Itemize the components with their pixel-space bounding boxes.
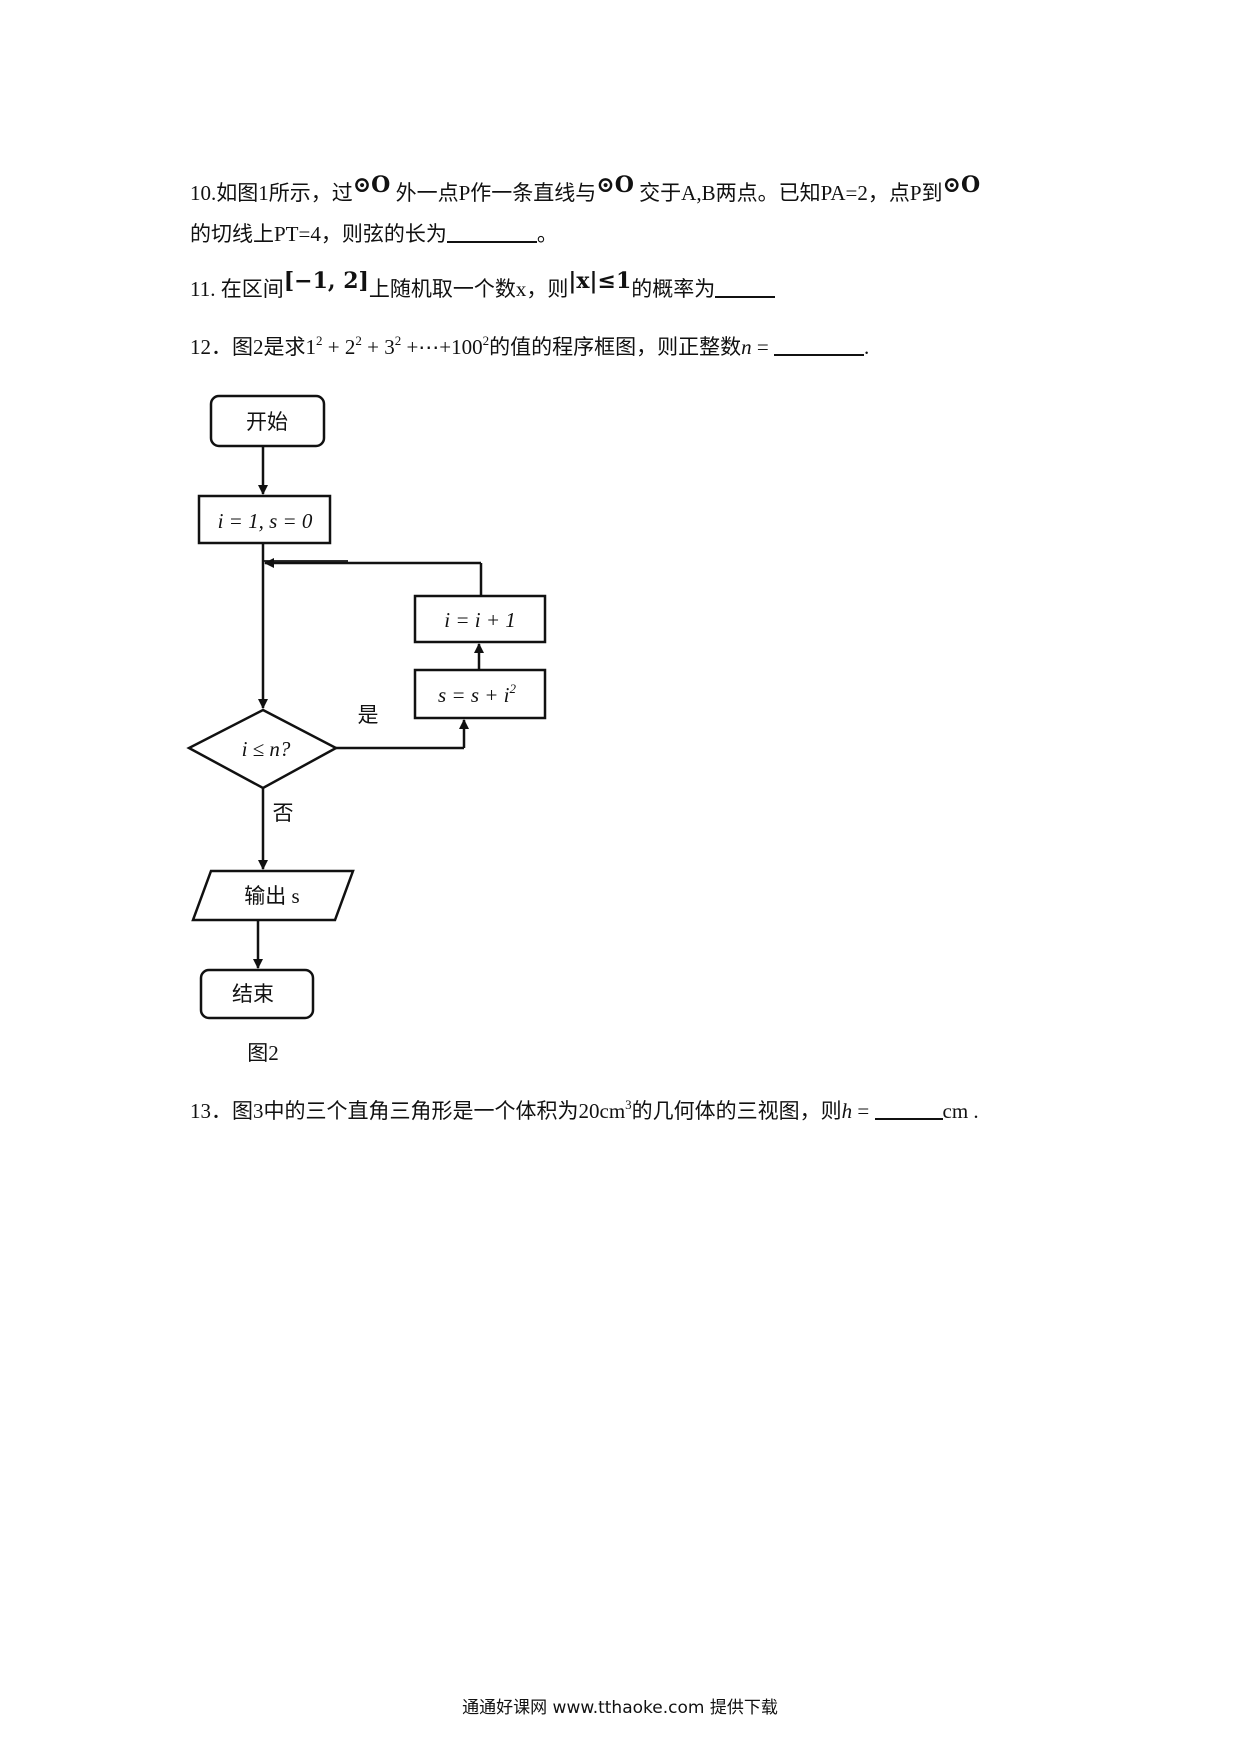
question-10-line-2: 的切线上PT=4，则弦的长为。 (190, 221, 558, 246)
yes-label: 是 (358, 703, 379, 727)
circle-o-symbol: ⊙O (942, 172, 981, 198)
increment-i-box (413, 594, 547, 644)
output-label: 输出 s (244, 884, 299, 908)
question-11: 11. 在区间[−1, 2]上随机取一个数x，则|x|≤1的概率为 (190, 268, 776, 304)
absolute-condition: |x|≤1 (568, 268, 632, 294)
answer-blank[interactable] (874, 1098, 943, 1120)
circle-o-symbol: ⊙O (352, 172, 391, 198)
end-label: 结束 (232, 982, 274, 1006)
answer-blank[interactable] (773, 334, 864, 356)
start-terminal (209, 394, 326, 448)
answer-blank[interactable] (715, 276, 776, 298)
question-13: 13．图3中的三个直角三角形是一个体积为20cm3的几何体的三视图，则h = c… (190, 1097, 979, 1123)
figure-caption: 图2 (247, 1041, 279, 1065)
sum-expression: 12 + 22 + 32 +⋯+1002 (305, 333, 490, 359)
no-label: 否 (273, 801, 294, 825)
question-12: 12．图2是求12 + 22 + 32 +⋯+1002的值的程序框图，则正整数n… (190, 333, 870, 359)
answer-blank[interactable] (446, 221, 537, 243)
output-parallelogram (191, 869, 355, 922)
question-10-line-1: 10.如图1所示，过⊙O 外一点P作一条直线与⊙O 交于A,B两点。已知PA=2… (190, 172, 981, 205)
init-label: i = 1, s = 0 (218, 509, 313, 533)
end-terminal (199, 968, 315, 1020)
increment-i-label: i = i + 1 (444, 608, 516, 632)
accumulate-s-label: s = s + i2 (438, 681, 517, 707)
interval-expression: [−1, 2] (283, 268, 369, 294)
page-footer: 通通好课网 www.tthaoke.com 提供下载 (462, 1698, 778, 1718)
circle-o-symbol: ⊙O (596, 172, 634, 198)
init-process-box (197, 494, 332, 545)
condition-label: i ≤ n? (242, 737, 291, 761)
start-label: 开始 (246, 410, 288, 434)
